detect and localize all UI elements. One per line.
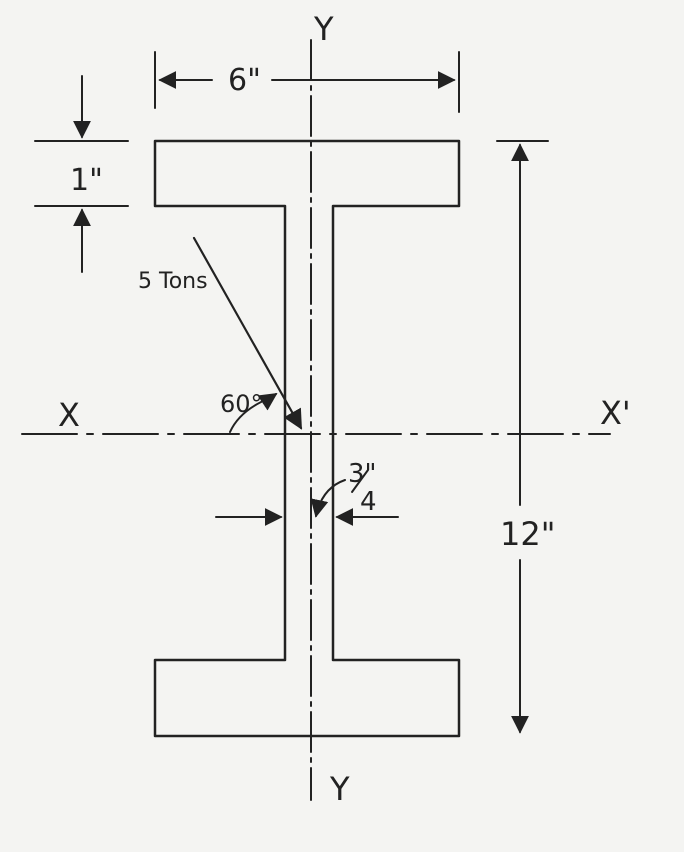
web-thickness-fraction-bar (351, 469, 369, 493)
x-right-label: X' (600, 394, 631, 432)
y-bottom-label: Y (329, 770, 350, 808)
y-top-label: Y (313, 10, 334, 48)
web-thickness-numerator: 3" (348, 459, 377, 489)
x-left-label: X (58, 396, 80, 434)
total-depth-label: 12" (500, 515, 555, 553)
flange-thickness-label: 1" (70, 163, 103, 198)
angle-label: 60° (220, 390, 263, 418)
load-arrow (192, 236, 303, 430)
load-label: 5 Tons (138, 269, 208, 294)
angle-arc-arrow (257, 393, 278, 411)
web-thickness-denominator: 4 (360, 487, 377, 517)
i-beam-section-outline (153, 139, 461, 738)
flange-width-label: 6" (228, 63, 261, 98)
web-thickness-leader (310, 479, 346, 518)
